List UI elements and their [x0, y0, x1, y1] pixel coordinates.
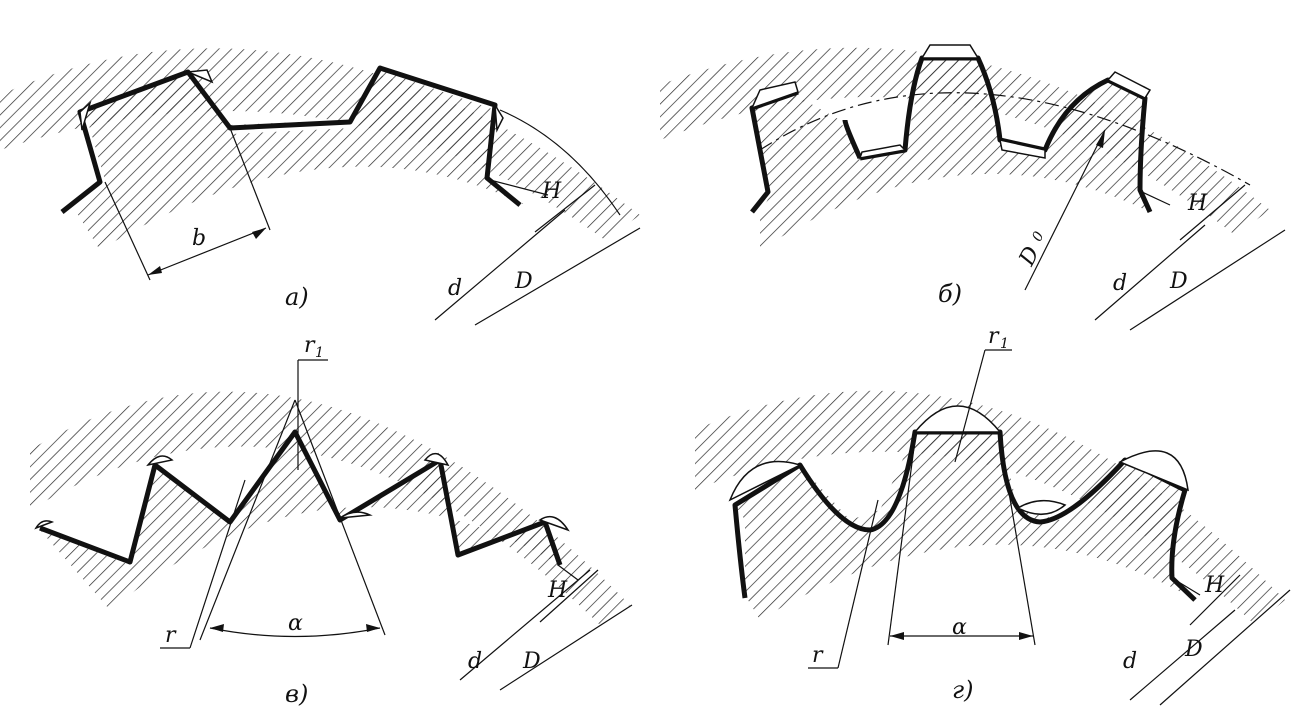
- dim-D-line-v: [499, 604, 633, 691]
- caption-v: в): [285, 680, 308, 708]
- label-r1-v-sub: 1: [315, 345, 324, 361]
- label-b: b: [192, 226, 206, 251]
- dim-H-ext-g: [1171, 577, 1201, 596]
- label-alpha-v: α: [288, 611, 303, 636]
- alpha-arc-v: [209, 627, 381, 638]
- arrow-b2: [252, 228, 266, 239]
- label-D0-sub: 0: [1029, 229, 1047, 244]
- tip-v4: [34, 520, 55, 530]
- shaft-outline-a: [60, 65, 522, 214]
- caption-b: б): [938, 280, 962, 308]
- r-leader-g: [837, 499, 879, 669]
- dim-H-line-v: [539, 569, 599, 623]
- label-d-b: d: [1113, 271, 1127, 296]
- shaft-section-g: [735, 432, 1195, 620]
- arrow-b1: [148, 266, 162, 275]
- chamfer-a2: [79, 100, 92, 131]
- label-r-g: r: [812, 643, 824, 668]
- chamfer-b2: [750, 81, 799, 110]
- label-H-a: H: [541, 179, 562, 204]
- dim-d-line-v: [459, 569, 591, 681]
- alpha-line-right-g: [999, 439, 1036, 646]
- dim-b-line: [147, 227, 267, 276]
- alpha-line-right: [294, 399, 386, 636]
- chamfer-b1: [920, 44, 980, 59]
- dim-H-ext-v: [557, 564, 579, 581]
- panel-b: D 0 H d D б): [660, 44, 1286, 331]
- dim-d-line-a: [434, 209, 566, 321]
- pitch-circle-b: [759, 92, 1251, 186]
- label-D0: D: [1014, 242, 1045, 271]
- tip-v3: [538, 515, 570, 532]
- dim-D-line-g: [1159, 589, 1291, 706]
- label-d-a: d: [448, 276, 462, 301]
- caption-g: г): [952, 676, 974, 704]
- label-D-g: D: [1184, 637, 1203, 662]
- shaft-section-a: [75, 70, 525, 250]
- shaft-section-v: [40, 430, 560, 610]
- dim-D-line-a: [474, 227, 641, 326]
- chamfer-a1: [187, 69, 214, 84]
- root-b1: [858, 144, 907, 159]
- inner-dia-arc-a: [499, 109, 621, 216]
- dim-b-ext2: [229, 127, 271, 231]
- label-d-v: d: [468, 649, 482, 674]
- label-r1-v: r: [304, 333, 316, 358]
- label-H-g: H: [1204, 573, 1225, 598]
- alpha-line-left-g: [887, 439, 916, 646]
- dim-H-ext-b: [1141, 191, 1171, 206]
- tip-v2: [423, 452, 450, 467]
- dim-H-ext-a: [489, 179, 549, 196]
- panel-a: b H d D а): [0, 48, 641, 326]
- tip-g3: [1118, 450, 1189, 492]
- arrow-alpha-g1: [890, 632, 904, 640]
- label-D-v: D: [522, 649, 541, 674]
- dim-D-line-b: [1129, 229, 1286, 331]
- shaft-section-b: [755, 55, 1150, 250]
- hub-section-g: [695, 390, 1285, 625]
- label-H-v: H: [547, 578, 568, 603]
- alpha-line-left: [199, 399, 296, 641]
- r-leader-v: [189, 479, 246, 649]
- dim-H-line-b: [1179, 184, 1246, 241]
- root-v1: [339, 511, 373, 519]
- arrow-alpha-g2: [1019, 632, 1033, 640]
- tip-g1: [913, 405, 1002, 433]
- dim-d-line-g: [1129, 609, 1236, 701]
- label-r1-g-sub: 1: [1000, 336, 1009, 352]
- chamfer-a3: [494, 104, 504, 133]
- dim-b-ext1: [104, 181, 151, 281]
- arrow-alpha-v2: [366, 624, 380, 632]
- r1-leader-g: [954, 349, 986, 463]
- dim-H-line-g: [1189, 574, 1241, 626]
- tip-v1: [146, 455, 174, 467]
- dim-H-line-a: [534, 184, 596, 233]
- root-g1: [1016, 499, 1067, 515]
- label-r-v: r: [165, 623, 177, 648]
- caption-a: а): [285, 283, 309, 311]
- label-r1-g: r: [988, 324, 1000, 349]
- label-D-b: D: [1169, 269, 1188, 294]
- label-d-g: d: [1123, 649, 1137, 674]
- label-H-b: H: [1187, 191, 1208, 216]
- hub-section-v: [30, 391, 630, 625]
- arrow-D0: [1096, 130, 1105, 148]
- label-D-a: D: [514, 269, 533, 294]
- root-b2: [999, 139, 1046, 159]
- panel-g: α r 1 r H d D г): [695, 324, 1291, 706]
- dim-D0-line: [1024, 129, 1106, 291]
- shaft-outline-v: [39, 429, 563, 566]
- label-alpha-g: α: [952, 615, 967, 640]
- panel-v: α r 1 r H d D в): [30, 333, 633, 708]
- tip-g2: [728, 460, 803, 502]
- chamfer-b3: [1106, 71, 1152, 99]
- arrow-alpha-v1: [210, 624, 224, 632]
- hub-section-b: [660, 47, 1270, 236]
- dim-d-line-b: [1094, 224, 1206, 321]
